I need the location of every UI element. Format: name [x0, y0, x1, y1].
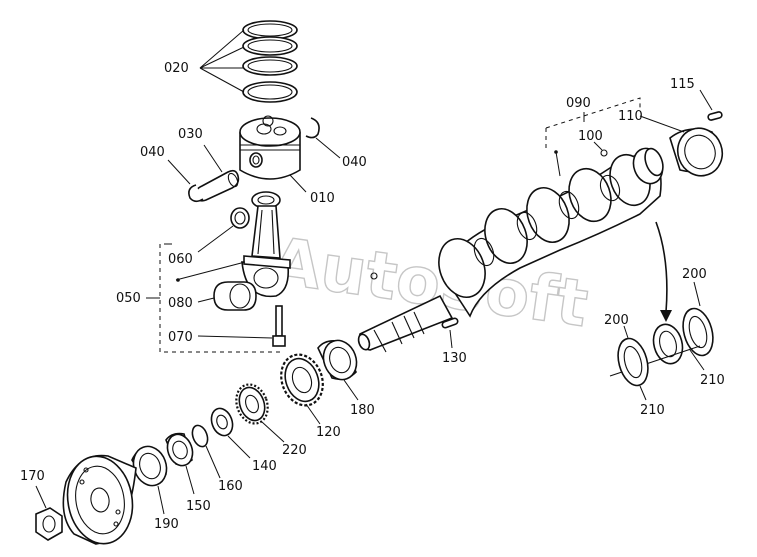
label-150: 150 — [186, 499, 211, 514]
circlip-left — [188, 184, 204, 203]
washer-140 — [210, 407, 251, 459]
oil-seal-190 — [131, 445, 168, 515]
label-140: 140 — [252, 459, 277, 474]
label-120: 120 — [316, 425, 341, 440]
label-060: 060 — [168, 252, 193, 267]
circlip-right — [305, 117, 320, 139]
crankshaft-bush — [639, 115, 724, 177]
label-080: 080 — [168, 296, 193, 311]
piston-rings — [199, 20, 298, 103]
label-040-right: 040 — [342, 155, 367, 170]
label-110: 110 — [618, 109, 643, 124]
label-020: 020 — [164, 61, 189, 76]
label-070: 070 — [168, 330, 193, 345]
dowel-pin — [699, 89, 723, 121]
label-130: 130 — [442, 351, 467, 366]
crankshaft — [357, 147, 664, 353]
gear-220 — [235, 383, 285, 443]
label-180: 180 — [350, 403, 375, 418]
piston — [239, 115, 307, 193]
pulley-nut — [35, 485, 63, 541]
con-rod-bearing — [197, 281, 257, 311]
collar-150 — [165, 432, 195, 495]
piston-pin — [195, 144, 240, 202]
label-040-left: 040 — [140, 145, 165, 160]
label-220: 220 — [282, 443, 307, 458]
label-090: 090 — [566, 96, 591, 111]
con-rod-bolt — [197, 305, 286, 347]
label-100: 100 — [578, 129, 603, 144]
label-210-left: 210 — [640, 403, 665, 418]
label-200-right: 200 — [682, 267, 707, 282]
thrust-collar-left — [617, 325, 649, 401]
label-170: 170 — [20, 469, 45, 484]
bush-180 — [317, 339, 359, 401]
label-190: 190 — [154, 517, 179, 532]
label-030: 030 — [178, 127, 203, 142]
thrust-collar-right — [609, 281, 714, 377]
label-210-right: 210 — [700, 373, 725, 388]
label-115: 115 — [670, 77, 695, 92]
crankshaft-pulley — [62, 454, 137, 545]
key — [441, 317, 459, 349]
label-010: 010 — [310, 191, 335, 206]
o-ring-160 — [191, 424, 221, 479]
label-050: 050 — [116, 291, 141, 306]
label-200-left: 200 — [604, 313, 629, 328]
crankshaft-gear — [280, 353, 324, 425]
label-160: 160 — [218, 479, 243, 494]
small-end-bush — [197, 207, 250, 253]
